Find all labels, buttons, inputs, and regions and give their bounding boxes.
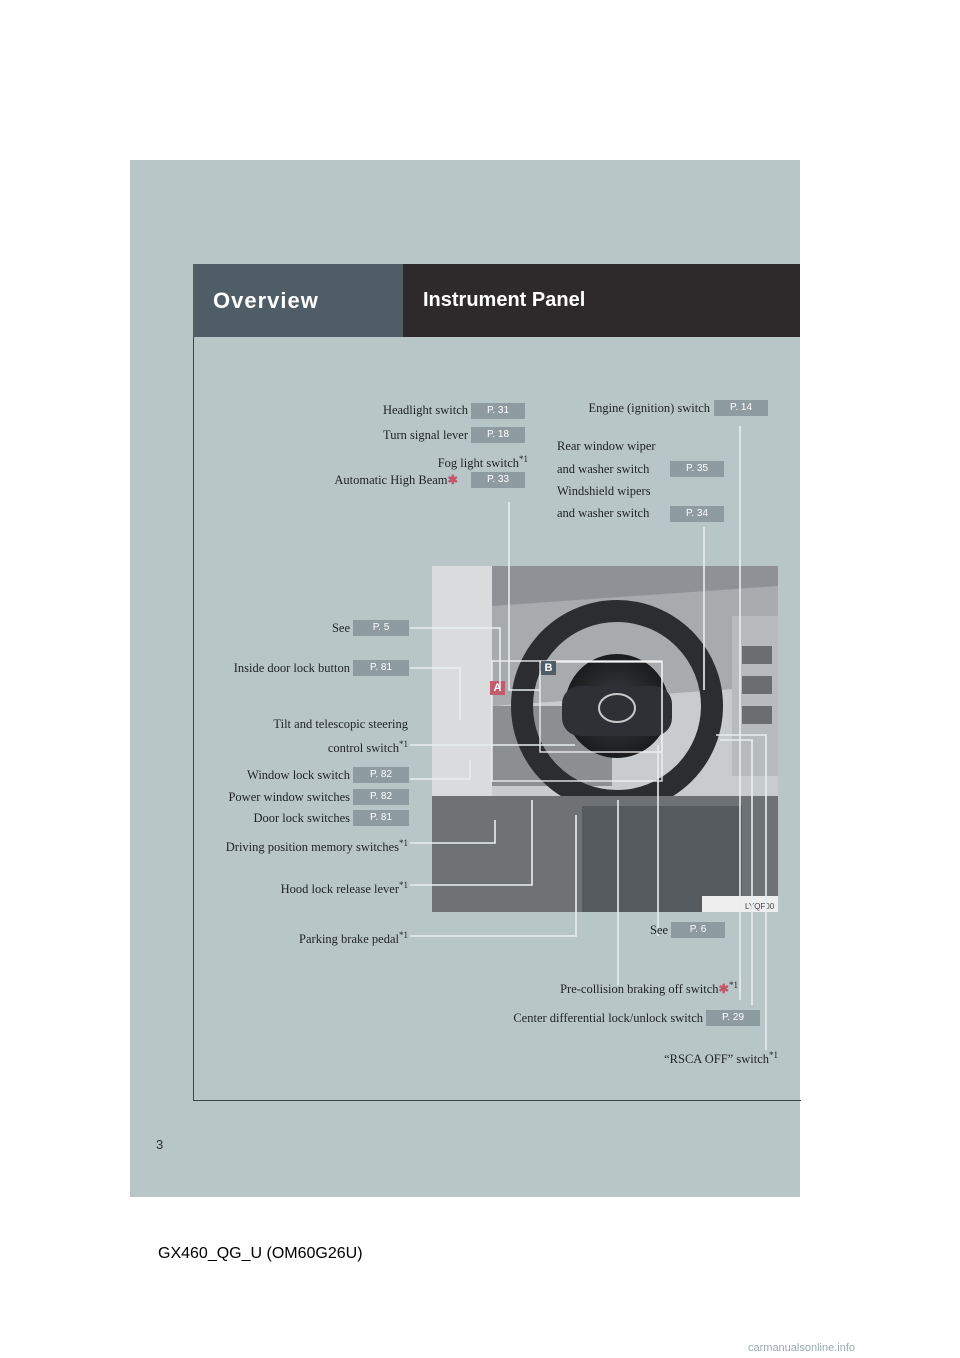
line-parking xyxy=(410,815,577,937)
content-frame xyxy=(193,264,801,1101)
rsca-off-label: “RSCA OFF” switch*1 xyxy=(664,1050,778,1067)
see-p6-badge[interactable]: P. 6 xyxy=(671,922,725,938)
see-p5-label: See xyxy=(331,621,350,635)
instrument-panel-photo: LYQF00 xyxy=(432,566,778,912)
auto-high-beam-page-badge[interactable]: P. 33 xyxy=(471,472,525,488)
see-p5-badge[interactable]: P. 5 xyxy=(353,620,409,636)
window-lock-page-badge[interactable]: P. 82 xyxy=(353,767,409,783)
line-see-p5 xyxy=(410,627,501,690)
page-title: Instrument Panel xyxy=(403,264,800,337)
driving-memory-label: Driving position memory switches*1 xyxy=(225,838,408,855)
precollision-label: Pre-collision braking off switch✱*1 xyxy=(560,980,738,997)
line-headlight xyxy=(508,502,540,691)
tilt-steering-label-1: Tilt and telescopic steering xyxy=(273,717,408,731)
see-p6-label: See xyxy=(649,923,668,937)
document-code: GX460_QG_U (OM60G26U) xyxy=(158,1245,363,1262)
rear-wiper-label-1: Rear window wiper xyxy=(557,439,656,453)
page-number: 3 xyxy=(156,1137,164,1152)
windshield-wiper-page-badge[interactable]: P. 34 xyxy=(670,506,724,522)
callout-a: A xyxy=(490,681,505,695)
center-diff-label: Center differential lock/unlock switch xyxy=(513,1011,703,1025)
line-hood xyxy=(410,800,533,886)
parking-brake-label: Parking brake pedal*1 xyxy=(299,930,408,947)
photo-code: LYQF00 xyxy=(745,902,775,911)
door-lock-page-badge[interactable]: P. 81 xyxy=(353,810,409,826)
fog-light-label: Fog light switch*1 xyxy=(437,454,528,471)
auto-high-beam-label: Automatic High Beam✱ xyxy=(334,473,458,487)
door-lock-label: Door lock switches xyxy=(253,811,350,825)
line-window-lock xyxy=(410,760,471,780)
asterisk-icon: ✱ xyxy=(447,473,458,487)
windshield-wiper-label-1: Windshield wipers xyxy=(557,484,651,498)
asterisk-icon: ✱ xyxy=(718,982,729,997)
headlight-page-badge[interactable]: P. 31 xyxy=(471,403,525,419)
section-header: Overview xyxy=(193,264,403,337)
callout-b: B xyxy=(541,661,556,675)
turn-signal-label: Turn signal lever xyxy=(383,428,468,442)
windshield-wiper-label-2: and washer switch xyxy=(557,506,650,520)
hood-release-label: Hood lock release lever*1 xyxy=(280,880,408,897)
power-window-page-badge[interactable]: P. 82 xyxy=(353,789,409,805)
window-lock-label: Window lock switch xyxy=(247,768,350,782)
line-rsca xyxy=(716,734,767,1050)
turn-signal-page-badge[interactable]: P. 18 xyxy=(471,427,525,443)
rear-wiper-label-2: and washer switch xyxy=(557,462,650,476)
inside-door-lock-page-badge[interactable]: P. 81 xyxy=(353,660,409,676)
line-center-diff xyxy=(720,739,753,1005)
line-inside-door xyxy=(410,667,461,720)
inside-door-lock-label: Inside door lock button xyxy=(233,661,350,675)
tilt-steering-label-2: control switch*1 xyxy=(327,739,408,756)
line-memory xyxy=(410,820,496,844)
site-watermark: carmanualsonline.info xyxy=(748,1342,856,1354)
rear-wiper-page-badge[interactable]: P. 35 xyxy=(670,461,724,477)
center-diff-page-badge[interactable]: P. 29 xyxy=(706,1010,760,1026)
power-window-label: Power window switches xyxy=(228,790,350,804)
engine-page-badge[interactable]: P. 14 xyxy=(714,400,768,416)
headlight-label: Headlight switch xyxy=(382,403,468,417)
engine-switch-label: Engine (ignition) switch xyxy=(588,401,710,415)
